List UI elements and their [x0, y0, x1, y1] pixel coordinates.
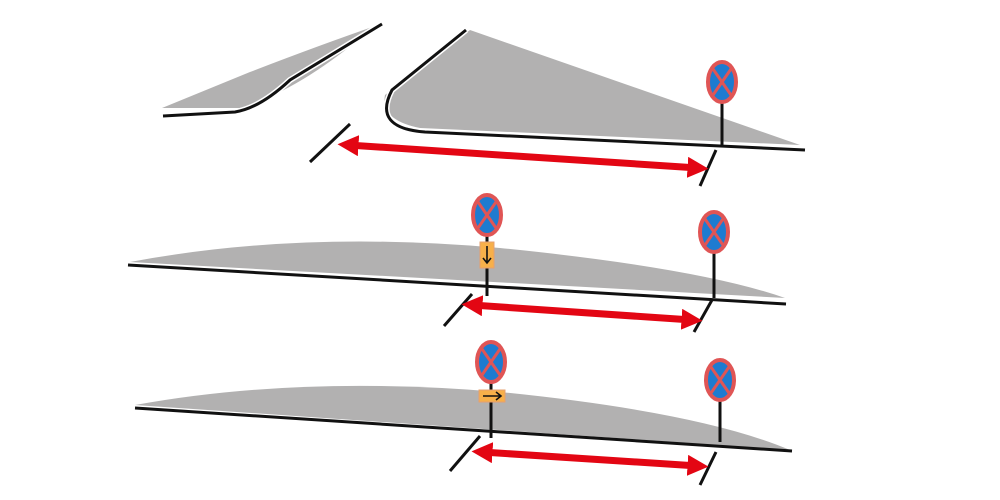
right-arrow-icon [483, 391, 503, 401]
road-lens [130, 241, 785, 298]
road-lens [135, 385, 790, 450]
road-corner [384, 30, 800, 145]
no-stopping-sign-icon [704, 358, 736, 402]
zone-tick-start [442, 293, 474, 327]
no-stopping-sign-icon [706, 60, 738, 104]
zone-arrow [461, 295, 703, 330]
no-stopping-sign-icon [471, 193, 503, 237]
zone-arrow [471, 442, 709, 476]
zone-tick-end [698, 149, 718, 187]
zone-tick-end [692, 299, 714, 333]
scene-intersection [162, 21, 806, 187]
scene-down-arrow-plate [127, 193, 787, 333]
down-arrow-icon [482, 246, 492, 265]
no-stopping-sign-icon [475, 340, 507, 384]
no-stopping-sign-icon [698, 210, 730, 254]
zone-tick-start [308, 122, 352, 164]
scene-right-arrow-plate [134, 340, 793, 486]
zone-arrow [337, 135, 709, 178]
zone-tick-start [448, 435, 482, 472]
road-sliver [162, 25, 378, 108]
zone-tick-end [698, 451, 718, 486]
